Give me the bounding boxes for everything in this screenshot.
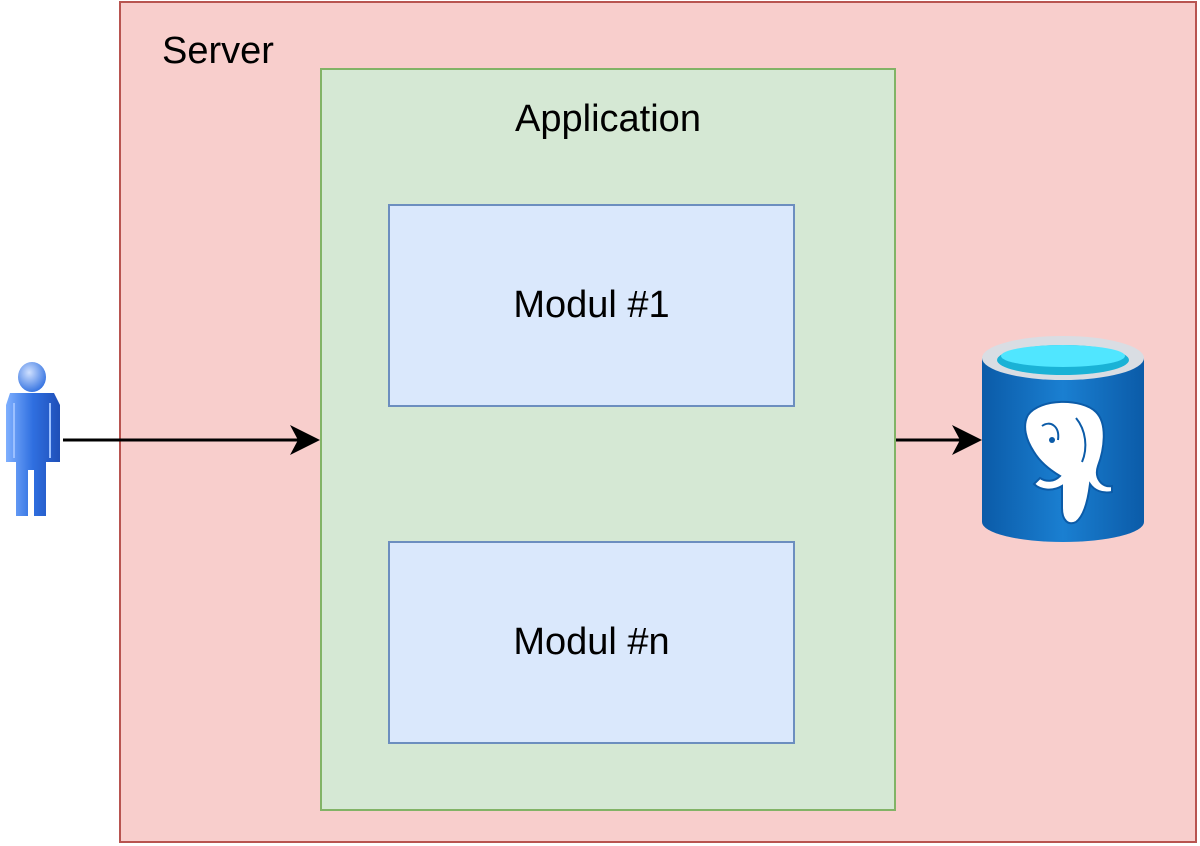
server-label: Server — [162, 30, 274, 72]
module-n-label: Modul #n — [513, 621, 670, 663]
application-label: Application — [515, 98, 701, 140]
arrow-application-to-database — [896, 425, 982, 455]
user-icon[interactable] — [6, 362, 60, 516]
arrow-user-to-application — [63, 425, 320, 455]
module-n-box[interactable]: Modul #n — [388, 541, 795, 744]
postgresql-database-icon[interactable] — [982, 336, 1144, 542]
module-1-box[interactable]: Modul #1 — [388, 204, 795, 407]
module-1-label: Modul #1 — [513, 284, 670, 326]
